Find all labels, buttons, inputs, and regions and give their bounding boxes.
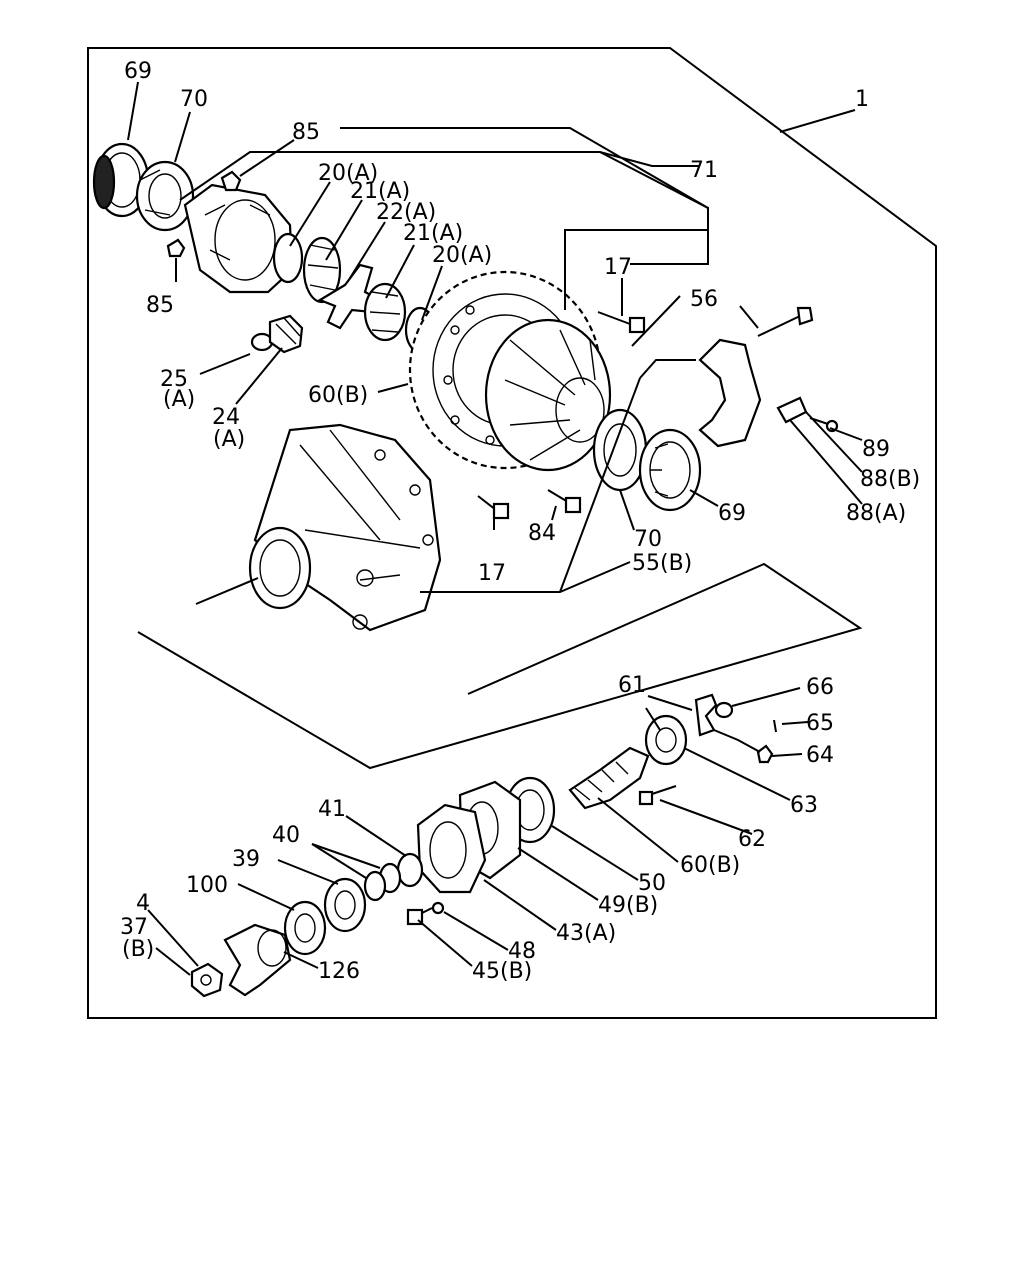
callout-64: 64 bbox=[806, 743, 834, 768]
callout-22a: 22(A) bbox=[376, 200, 436, 225]
side-gear-21a-left bbox=[302, 236, 342, 304]
differential-case bbox=[183, 183, 294, 294]
callout-89: 89 bbox=[862, 437, 890, 462]
callout-39: 39 bbox=[232, 847, 260, 872]
callout-88b: 88(B) bbox=[860, 467, 920, 492]
callout-1: 1 bbox=[855, 87, 869, 112]
callout-60b-ring: 60(B) bbox=[308, 383, 368, 408]
nut-85-bottom bbox=[166, 238, 186, 258]
nut-64 bbox=[756, 744, 774, 764]
callout-88a: 88(A) bbox=[846, 501, 906, 526]
callout-55b: 55(B) bbox=[632, 551, 692, 576]
bearing-cup-69-left bbox=[92, 142, 150, 218]
callout-61: 61 bbox=[618, 673, 646, 698]
differential-case-flange bbox=[484, 318, 612, 472]
callout-85-top: 85 bbox=[292, 120, 320, 145]
callout-56: 56 bbox=[690, 287, 718, 312]
callout-37: 37 bbox=[120, 915, 148, 940]
callout-25-suffix: (A) bbox=[163, 387, 195, 412]
callout-69-top: 69 bbox=[124, 59, 152, 84]
thrust-washer-20a-left bbox=[272, 232, 304, 284]
companion-flange-yoke bbox=[223, 923, 292, 997]
callout-65: 65 bbox=[806, 711, 834, 736]
carrier-housing bbox=[248, 423, 442, 632]
callout-70-top: 70 bbox=[180, 87, 208, 112]
callout-69-right: 69 bbox=[718, 501, 746, 526]
cotter-pin-65 bbox=[773, 719, 777, 733]
bearing-cup-69-right bbox=[638, 428, 702, 512]
callout-62: 62 bbox=[738, 827, 766, 852]
callout-17-top: 17 bbox=[604, 255, 632, 280]
bearing-cone-70-left bbox=[135, 160, 195, 232]
callout-85-bottom: 85 bbox=[146, 293, 174, 318]
flange-nut-37b bbox=[190, 962, 224, 998]
shim-61 bbox=[694, 693, 718, 737]
bearing-39 bbox=[323, 877, 367, 933]
callout-43a: 43(A) bbox=[556, 921, 616, 946]
callout-25: 25 bbox=[160, 367, 188, 392]
bolt-62 bbox=[638, 785, 677, 806]
callout-49b: 49(B) bbox=[598, 893, 658, 918]
bolt-17-top bbox=[597, 311, 646, 334]
callout-20a-right: 20(A) bbox=[432, 243, 492, 268]
callout-41: 41 bbox=[318, 797, 346, 822]
bearing-cap bbox=[698, 338, 762, 448]
callout-17-bottom: 17 bbox=[478, 561, 506, 586]
callout-24-suffix: (A) bbox=[213, 427, 245, 452]
pinion-gear-24a bbox=[268, 314, 304, 354]
drive-pinion-60b bbox=[568, 746, 650, 810]
spacer-41 bbox=[396, 852, 424, 888]
callout-24: 24 bbox=[212, 405, 240, 430]
callout-84: 84 bbox=[528, 521, 556, 546]
leader-lines bbox=[127, 81, 863, 976]
part-callouts: 69 70 85 71 1 20(A) 21(A) 22(A) 21(A) 20… bbox=[120, 59, 920, 984]
callout-71: 71 bbox=[690, 158, 718, 183]
pilot-bearing-63 bbox=[644, 714, 688, 766]
callout-20a-left: 20(A) bbox=[318, 161, 378, 186]
callout-4: 4 bbox=[136, 891, 150, 916]
diagram-frame bbox=[87, 47, 937, 1019]
oil-seal-100 bbox=[283, 900, 327, 956]
callout-37-suffix: (B) bbox=[122, 937, 154, 962]
nut-66 bbox=[714, 701, 734, 719]
side-gear-21a-right bbox=[363, 282, 407, 342]
callout-48: 48 bbox=[508, 939, 536, 964]
callout-45b: 45(B) bbox=[472, 959, 532, 984]
shim-40-b bbox=[363, 870, 387, 902]
callout-21a-left: 21(A) bbox=[350, 179, 410, 204]
callout-40: 40 bbox=[272, 823, 300, 848]
callout-63: 63 bbox=[790, 793, 818, 818]
callout-126: 126 bbox=[318, 959, 360, 984]
callout-66: 66 bbox=[806, 675, 834, 700]
bolt-56 bbox=[757, 306, 814, 337]
nut-85-top bbox=[220, 170, 242, 192]
pinion-cage-43a bbox=[416, 803, 487, 894]
callout-100: 100 bbox=[186, 873, 228, 898]
bolt-17-bottom bbox=[477, 495, 510, 520]
callout-50: 50 bbox=[638, 871, 666, 896]
washer-48 bbox=[431, 901, 445, 915]
bolt-84 bbox=[547, 489, 582, 514]
callout-21a-right: 21(A) bbox=[403, 221, 463, 246]
callout-70-right: 70 bbox=[634, 527, 662, 552]
callout-60b-pinion: 60(B) bbox=[680, 853, 740, 878]
